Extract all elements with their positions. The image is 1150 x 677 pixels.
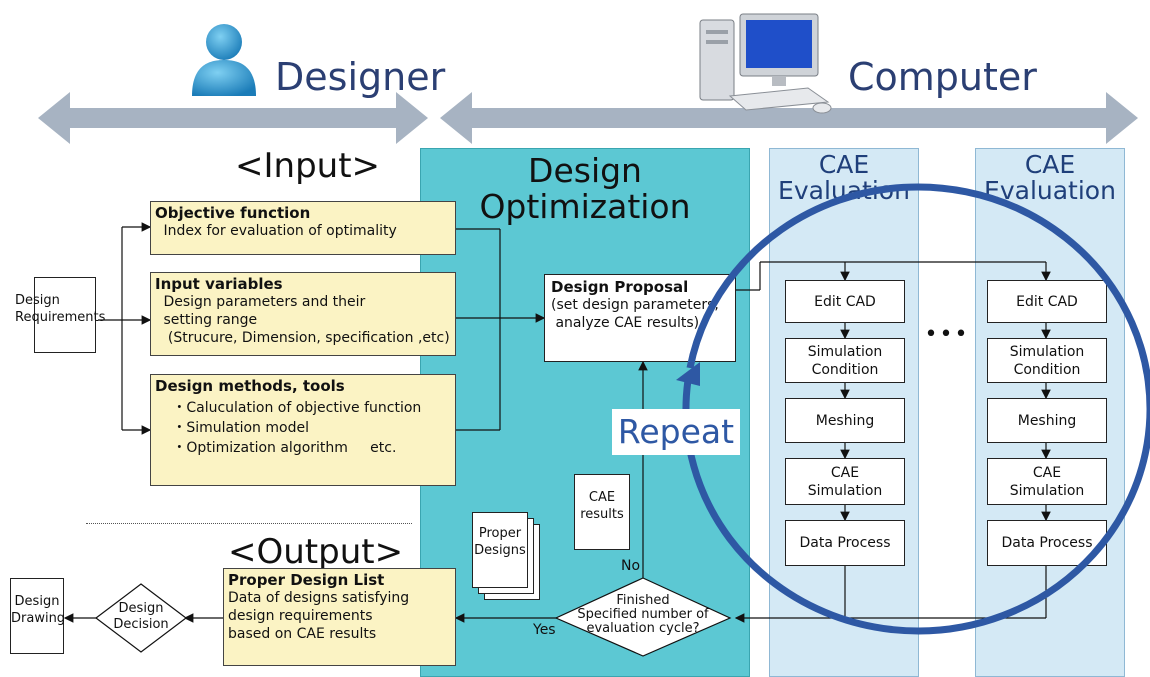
design-methods-box: Design methods, tools ・Caluculation of o… — [150, 374, 456, 486]
finished-decision-label: Finished Specified number of evaluation … — [577, 593, 709, 636]
design-drawing-document: Design Drawing — [10, 578, 65, 654]
cae-results-document: CAE results — [574, 474, 630, 550]
designer-span-arrow — [38, 92, 428, 144]
design-optimization-title: Design Optimization — [479, 151, 691, 226]
cae-simulation-box-1: CAE Simulation — [785, 458, 905, 505]
edit-cad-box-1: Edit CAD — [785, 280, 905, 323]
section-divider — [86, 523, 412, 524]
design-requirements-document: Design Requirements — [15, 277, 105, 353]
computer-label: Computer — [848, 55, 1037, 99]
output-section-title: <Output> — [228, 532, 404, 572]
proper-design-list-box: Proper Design List Data of designs satis… — [223, 568, 456, 666]
design-proposal-box: Design Proposal (set design parameters, … — [544, 274, 736, 362]
simulation-condition-box-1: Simulation Condition — [785, 338, 905, 383]
edit-cad-box-2: Edit CAD — [987, 280, 1107, 323]
simulation-condition-box-2: Simulation Condition — [987, 338, 1107, 383]
computer-span-arrow — [440, 92, 1138, 144]
input-variables-box: Input variables Design parameters and th… — [150, 272, 456, 356]
input-section-title: <Input> — [235, 146, 381, 186]
yes-label: Yes — [533, 622, 556, 638]
person-icon — [192, 24, 256, 96]
more-columns-ellipsis: ••• — [924, 322, 970, 347]
meshing-box-1: Meshing — [785, 398, 905, 443]
desktop-computer-icon — [699, 13, 832, 114]
design-requirements-label: Design Requirements — [15, 293, 106, 325]
data-process-box-2: Data Process — [987, 520, 1107, 566]
no-label: No — [621, 558, 641, 574]
repeat-label: Repeat — [612, 409, 740, 455]
data-process-box-1: Data Process — [785, 520, 905, 566]
cae-simulation-box-2: CAE Simulation — [987, 458, 1107, 505]
meshing-box-2: Meshing — [987, 398, 1107, 443]
design-decision-label: Design Decision — [113, 601, 169, 632]
designer-label: Designer — [275, 55, 446, 99]
proper-designs-document: Proper Designs — [472, 512, 528, 588]
objective-function-box: Objective function Index for evaluation … — [150, 201, 456, 255]
